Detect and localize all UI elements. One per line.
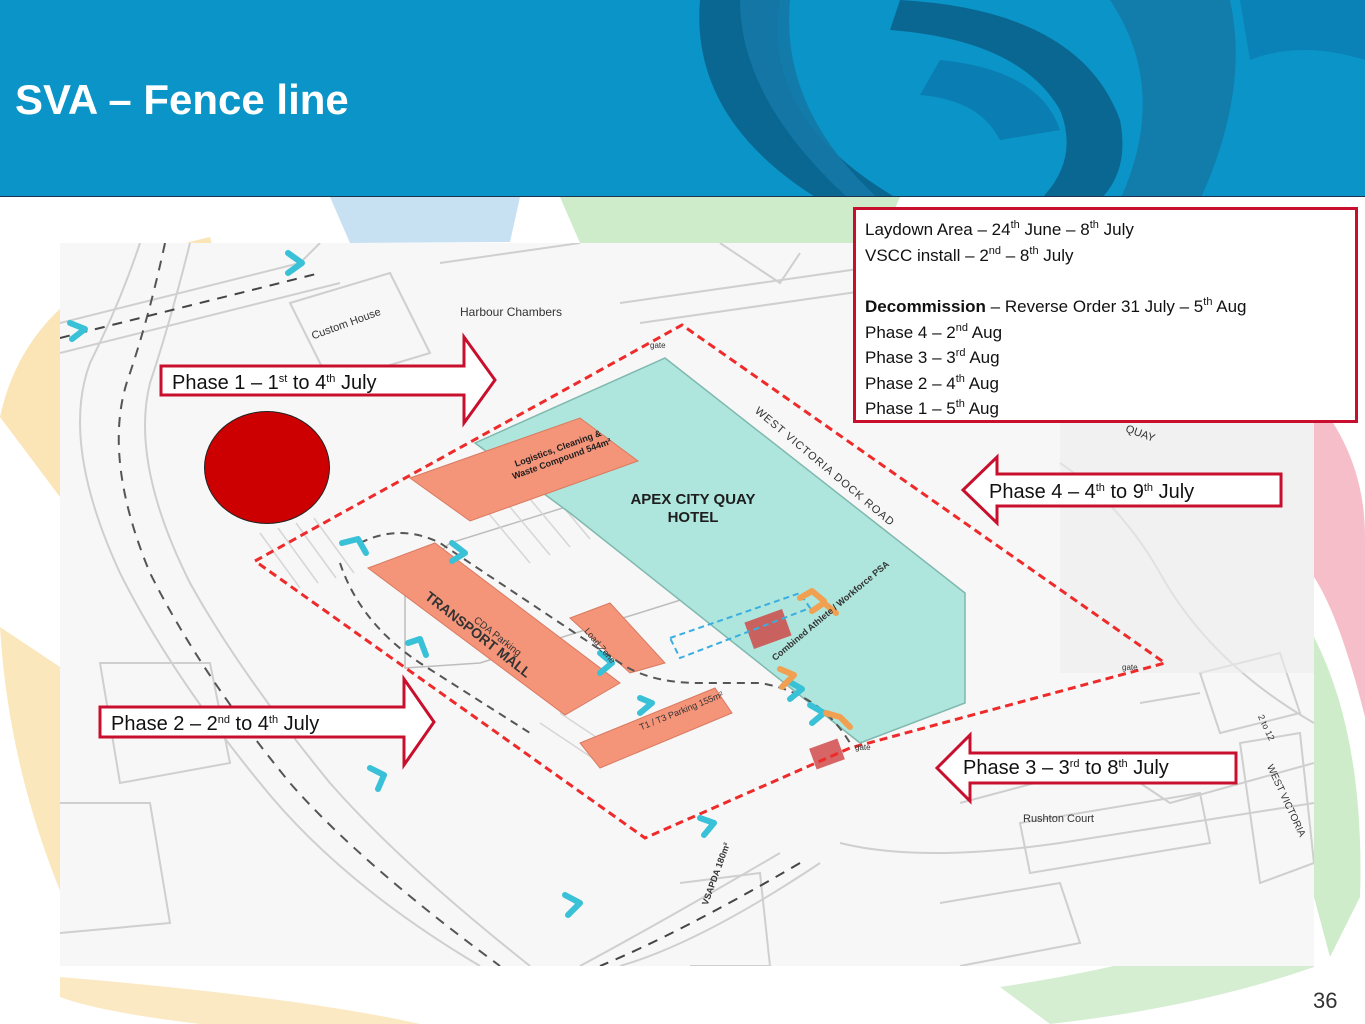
phase1-arrow [159, 332, 497, 428]
page-title: SVA – Fence line [15, 76, 349, 123]
decommission-phase-row: Phase 3 – 3rd Aug [865, 347, 1000, 368]
harbour-chambers-label: Harbour Chambers [460, 305, 563, 319]
load-zone-area [569, 602, 666, 674]
decommission-row: Decommission – Reverse Order 31 July – 5… [865, 296, 1247, 317]
decommission-phase-row: Phase 4 – 2nd Aug [865, 321, 1003, 342]
phase2-arrow [98, 674, 436, 770]
blue-dashed-zone [668, 591, 812, 660]
hotel-label: APEX CITY QUAY HOTEL [630, 491, 756, 526]
header-bar: SVA – Fence line [0, 0, 1365, 197]
rushton-court-label: Rushton Court [1023, 813, 1094, 825]
decommission-phase-row: Phase 2 – 4th Aug [865, 372, 999, 393]
phase3-label: Phase 3 – 3rd to 8th July [963, 757, 1169, 779]
page-number: 36 [1313, 988, 1338, 1013]
transport-mall-area [366, 542, 621, 716]
phase3-arrow [934, 731, 1238, 805]
logistics-compound [408, 417, 640, 522]
gate-marker [809, 738, 845, 770]
phase4-label: Phase 4 – 4th to 9th July [989, 481, 1195, 503]
decommission-phase-row: Phase 1 – 5th Aug [865, 398, 999, 419]
phase1-label: Phase 1 – 1st to 4th July [172, 372, 377, 394]
gate-right-label: gate [1122, 663, 1138, 672]
phase4-arrow [960, 453, 1283, 527]
brand-swirl-graphic [699, 0, 1365, 196]
red-location-marker [204, 411, 330, 524]
schedule-info-box: Laydown Area – 24th June – 8th July VSCC… [853, 207, 1358, 423]
gate-top-label: gate [650, 341, 666, 350]
phase2-label: Phase 2 – 2nd to 4th July [111, 713, 320, 735]
fence-line [252, 323, 1169, 840]
t1-parking-area [579, 687, 733, 769]
combined-psa-marker [744, 609, 792, 649]
laydown-row: Laydown Area – 24th June – 8th July [865, 219, 1134, 240]
cyan-direction-chevrons [67, 250, 827, 918]
gate-bottom-label: gate [855, 743, 871, 752]
vscc-row: VSCC install – 2nd – 8th July [865, 244, 1074, 265]
orange-direction-chevrons [777, 588, 853, 730]
